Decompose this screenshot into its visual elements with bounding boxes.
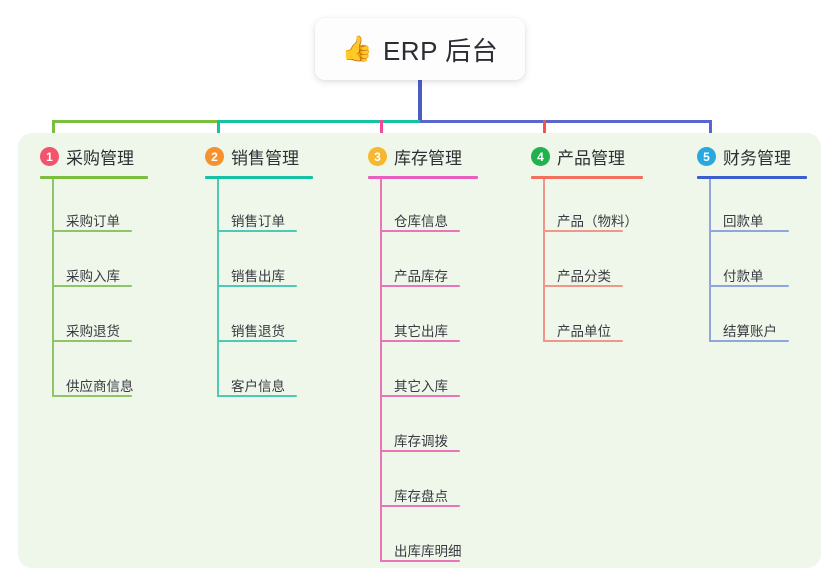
branch-header-5[interactable]: 5 财务管理 xyxy=(697,144,791,169)
branch-title: 财务管理 xyxy=(723,149,791,168)
leaf-rule xyxy=(543,285,623,287)
branch-header-4[interactable]: 4 产品管理 xyxy=(531,144,625,169)
branch-header-3[interactable]: 3 库存管理 xyxy=(368,144,462,169)
leaf-rule xyxy=(380,340,460,342)
leaf-rule xyxy=(709,285,789,287)
branch-spine xyxy=(217,179,219,397)
branch-spine xyxy=(709,179,711,342)
branch-header-rule xyxy=(368,176,478,179)
leaf-rule xyxy=(217,340,297,342)
leaf-item[interactable]: 产品（物料） xyxy=(557,214,638,229)
leaf-rule xyxy=(380,395,460,397)
leaf-rule xyxy=(52,395,132,397)
leaf-item[interactable]: 其它入库 xyxy=(394,379,448,394)
branch-number-badge: 2 xyxy=(205,147,224,166)
leaf-item[interactable]: 采购订单 xyxy=(66,214,120,229)
branch-header-rule xyxy=(40,176,148,179)
branch-title: 库存管理 xyxy=(394,149,462,168)
branch-title: 销售管理 xyxy=(231,149,299,168)
leaf-rule xyxy=(380,450,460,452)
bus-segment-right xyxy=(420,120,712,123)
branches-panel xyxy=(18,133,821,568)
leaf-rule xyxy=(380,560,460,562)
branch-spine xyxy=(543,179,545,342)
bus-segment-mid xyxy=(217,120,422,123)
leaf-rule xyxy=(380,285,460,287)
leaf-rule xyxy=(709,230,789,232)
leaf-item[interactable]: 产品库存 xyxy=(394,269,448,284)
leaf-item[interactable]: 库存调拨 xyxy=(394,434,448,449)
branch-title: 产品管理 xyxy=(557,149,625,168)
branch-number-badge: 5 xyxy=(697,147,716,166)
leaf-rule xyxy=(217,285,297,287)
root-title: ERP 后台 xyxy=(382,35,499,66)
leaf-rule xyxy=(380,505,460,507)
leaf-item[interactable]: 销售订单 xyxy=(231,214,285,229)
branch-spine xyxy=(380,179,382,562)
thumbs-up-icon: 👍 xyxy=(341,34,373,63)
leaf-rule xyxy=(52,285,132,287)
branch-header-rule xyxy=(205,176,313,179)
leaf-rule xyxy=(543,340,623,342)
root-stem xyxy=(418,80,422,123)
leaf-rule xyxy=(52,340,132,342)
leaf-rule xyxy=(709,340,789,342)
branch-spine xyxy=(52,179,54,397)
leaf-rule xyxy=(217,230,297,232)
leaf-item[interactable]: 采购入库 xyxy=(66,269,120,284)
branch-number-badge: 3 xyxy=(368,147,387,166)
branch-header-rule xyxy=(697,176,807,179)
leaf-item[interactable]: 销售退货 xyxy=(231,324,285,339)
leaf-rule xyxy=(543,230,623,232)
leaf-item[interactable]: 供应商信息 xyxy=(66,379,134,394)
branch-title: 采购管理 xyxy=(66,149,134,168)
branch-header-1[interactable]: 1 采购管理 xyxy=(40,144,134,169)
leaf-item[interactable]: 销售出库 xyxy=(231,269,285,284)
leaf-item[interactable]: 回款单 xyxy=(723,214,764,229)
leaf-item[interactable]: 采购退货 xyxy=(66,324,120,339)
leaf-rule xyxy=(380,230,460,232)
branch-header-rule xyxy=(531,176,643,179)
leaf-rule xyxy=(52,230,132,232)
leaf-item[interactable]: 出库库明细 xyxy=(394,544,462,559)
leaf-rule xyxy=(217,395,297,397)
leaf-item[interactable]: 结算账户 xyxy=(723,324,777,339)
leaf-item[interactable]: 付款单 xyxy=(723,269,764,284)
branch-number-badge: 4 xyxy=(531,147,550,166)
root-node[interactable]: 👍 ERP 后台 xyxy=(315,18,525,80)
branch-header-2[interactable]: 2 销售管理 xyxy=(205,144,299,169)
leaf-item[interactable]: 其它出库 xyxy=(394,324,448,339)
bus-segment-left xyxy=(52,120,219,123)
leaf-item[interactable]: 产品分类 xyxy=(557,269,611,284)
branch-number-badge: 1 xyxy=(40,147,59,166)
leaf-item[interactable]: 产品单位 xyxy=(557,324,611,339)
leaf-item[interactable]: 库存盘点 xyxy=(394,489,448,504)
leaf-item[interactable]: 客户信息 xyxy=(231,379,285,394)
leaf-item[interactable]: 仓库信息 xyxy=(394,214,448,229)
